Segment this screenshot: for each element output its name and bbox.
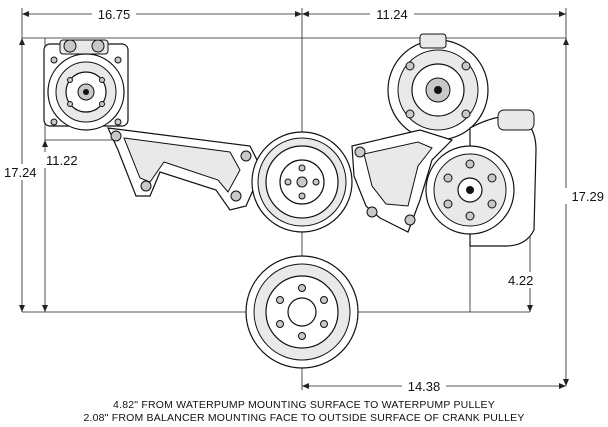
notes: 4.82" FROM WATERPUMP MOUNTING SURFACE TO…: [83, 399, 524, 424]
note-waterpump: 4.82" FROM WATERPUMP MOUNTING SURFACE TO…: [113, 399, 495, 411]
dimension-labels: 16.75 11.24 17.24 11.22 17.29 4.22 14.38: [2, 6, 606, 394]
alternator: [387, 33, 489, 141]
right-bracket: [351, 129, 454, 233]
dim-top-left: 16.75: [98, 7, 131, 22]
left-bracket: [107, 127, 263, 211]
dim-right-outer: 17.29: [571, 189, 604, 204]
dim-right-inner: 4.22: [508, 273, 533, 288]
power-steering-pump: [425, 109, 537, 247]
dim-left-inner: 11.22: [46, 153, 78, 168]
dim-bottom: 14.38: [408, 379, 441, 394]
dim-top-right: 11.24: [376, 7, 408, 22]
ac-compressor: [43, 39, 129, 131]
dim-left-outer: 17.24: [4, 165, 37, 180]
crank-pulley: [245, 255, 359, 369]
note-balancer: 2.08" FROM BALANCER MOUNTING FACE TO OUT…: [83, 412, 524, 424]
waterpump-pulley: [251, 131, 353, 233]
